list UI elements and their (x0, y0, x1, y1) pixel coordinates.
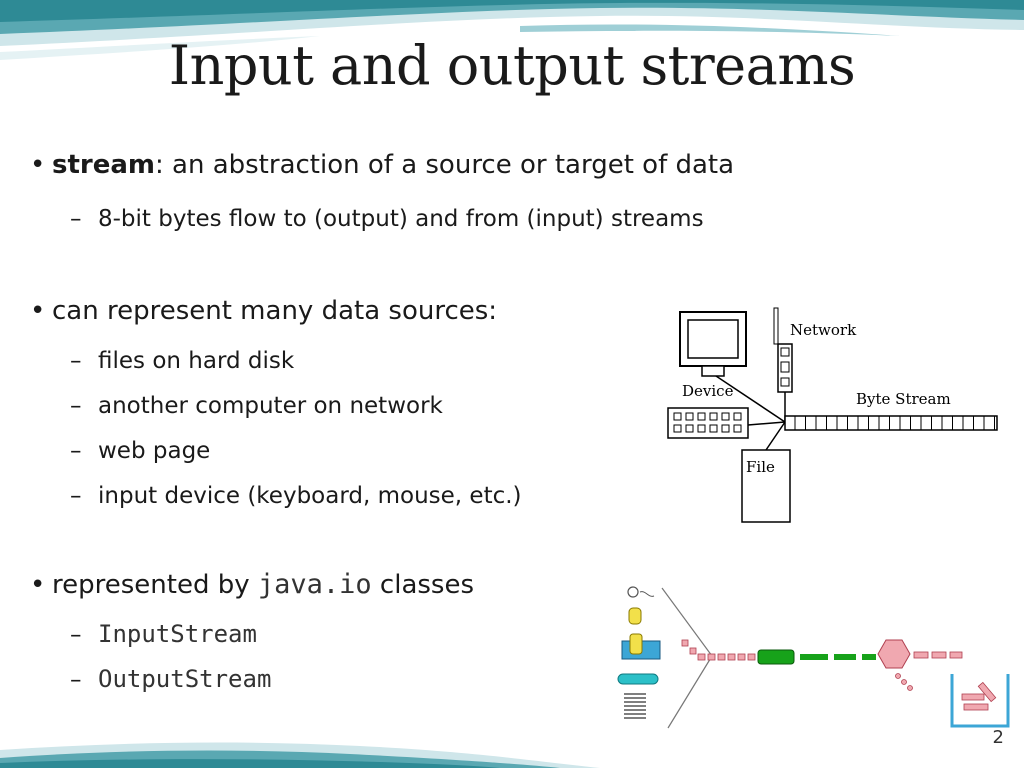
outgoing-bytes (895, 651, 963, 691)
bottom-wave-decoration (0, 742, 600, 768)
bullet-text: can represent many data sources: (52, 296, 498, 326)
bullet-java-io: •represented by java.io classes (30, 569, 474, 600)
sub-dash: – (70, 667, 82, 693)
sub-dash: – (70, 206, 82, 232)
sub-bullet: –OutputStream (70, 665, 271, 693)
code-inputstream: InputStream (98, 620, 257, 648)
sub-bullet: –8-bit bytes flow to (output) and from (… (70, 206, 704, 232)
sub-bullet-text: another computer on network (98, 393, 443, 419)
stream-buffer (757, 649, 876, 665)
sub-bullet-text: files on hard disk (98, 348, 295, 374)
monitor-icon (679, 311, 747, 377)
sub-dash: – (70, 438, 82, 464)
byte-stream-label: Byte Stream (856, 390, 951, 408)
network-label: Network (790, 321, 857, 339)
bullet-text: classes (371, 570, 475, 600)
incoming-bytes (681, 639, 756, 661)
bullet-dot: • (30, 150, 46, 180)
page-number: 2 (992, 727, 1004, 748)
code-java-io: java.io (257, 569, 372, 600)
sub-dash: – (70, 348, 82, 374)
sub-bullet-text: web page (98, 438, 211, 464)
bullet-dot: • (30, 570, 46, 600)
bullet-lead: stream (52, 150, 155, 180)
sub-bullet: –InputStream (70, 620, 257, 648)
bullet-dot: • (30, 296, 46, 326)
document-icon (624, 693, 646, 719)
output-bin (950, 674, 1010, 728)
byte-stream-diagram: Device Network File Byte Stream (667, 307, 998, 523)
cd-icon (627, 586, 639, 598)
slide-title: Input and output streams (168, 34, 856, 97)
sub-bullet: –another computer on network (70, 393, 443, 419)
bullet-stream: •stream: an abstraction of a source or t… (30, 150, 734, 180)
funnel-lines (661, 587, 713, 729)
bullet-data-sources: •can represent many data sources: (30, 296, 497, 326)
sub-bullet-text: 8-bit bytes flow to (output) and from (i… (98, 206, 704, 232)
disk-icon (628, 607, 642, 625)
filter-node (877, 639, 911, 669)
sub-bullet-text: input device (keyboard, mouse, etc.) (98, 483, 522, 509)
top-wave-decoration (0, 0, 1024, 70)
keyboard-icon (667, 407, 749, 439)
file-icon (741, 449, 791, 523)
byte-stream-track (784, 415, 998, 431)
code-outputstream: OutputStream (98, 665, 272, 693)
sub-dash: – (70, 483, 82, 509)
pipe-icon (617, 673, 659, 685)
sub-bullet: –web page (70, 438, 210, 464)
network-phone-icon (773, 307, 793, 393)
bullet-text: represented by (52, 570, 258, 600)
sub-dash: – (70, 393, 82, 419)
sub-dash: – (70, 622, 82, 648)
device-label: Device (682, 382, 734, 400)
stream-pipeline-illustration (617, 586, 1010, 729)
sub-bullet: –input device (keyboard, mouse, etc.) (70, 483, 522, 509)
file-label: File (746, 458, 775, 476)
bullet-text: : an abstraction of a source or target o… (155, 150, 735, 180)
connector-lines (715, 375, 786, 451)
sub-bullet: –files on hard disk (70, 348, 294, 374)
sources-group (617, 586, 661, 719)
